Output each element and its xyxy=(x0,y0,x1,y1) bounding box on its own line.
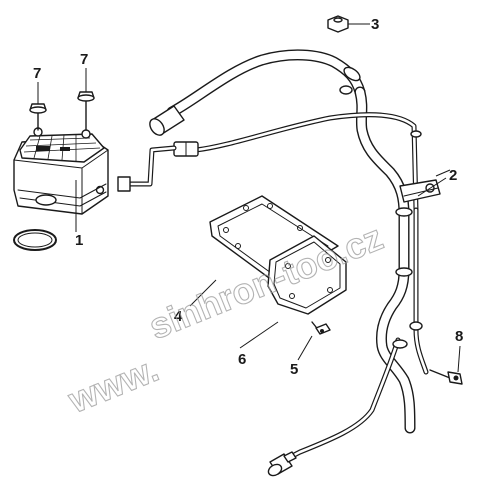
canister-housing xyxy=(13,127,109,215)
bolt-8 xyxy=(429,369,463,385)
callout-5: 5 xyxy=(290,361,298,378)
watermark: sinhron-too.cz www. xyxy=(61,216,389,422)
bolt-7-right xyxy=(77,91,95,131)
callouts: 1 2 3 4 5 6 7 7 8 xyxy=(33,16,463,378)
callout-4: 4 xyxy=(174,308,183,325)
bolt-5 xyxy=(311,321,331,335)
callout-7-left: 7 xyxy=(33,65,41,82)
hose-clamps xyxy=(339,66,423,349)
o-ring xyxy=(13,229,57,251)
callout-6: 6 xyxy=(238,351,246,368)
pipe-fitting xyxy=(267,451,297,477)
bolt-7-left xyxy=(29,103,47,131)
bracket xyxy=(399,179,441,203)
callout-3: 3 xyxy=(371,16,379,33)
watermark-text: sinhron-too.cz xyxy=(143,216,388,347)
callout-2: 2 xyxy=(449,167,457,184)
callout-7-right: 7 xyxy=(80,51,88,68)
leader-lines xyxy=(37,23,461,373)
callout-1: 1 xyxy=(75,232,83,249)
callout-8: 8 xyxy=(455,328,463,345)
hose-assembly xyxy=(117,49,441,477)
cover-plate xyxy=(267,235,347,315)
nut-3 xyxy=(327,15,349,33)
watermark-prefix: www. xyxy=(62,348,164,421)
